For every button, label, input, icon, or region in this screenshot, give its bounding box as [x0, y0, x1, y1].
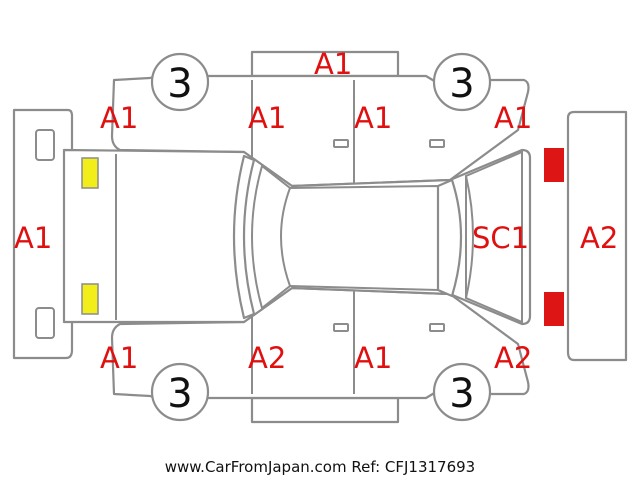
tire-rear-bottom: 3 — [432, 362, 492, 422]
code-front-fender-left-bottom: A1 — [100, 341, 138, 375]
car-body-top-view — [62, 148, 532, 326]
tire-rear-top: 3 — [432, 52, 492, 112]
taillight-top — [544, 148, 564, 182]
code-front-fender-left-top: A1 — [100, 101, 138, 135]
tire-rear-top-number: 3 — [449, 61, 474, 107]
tire-front-bottom: 3 — [150, 362, 210, 422]
side-panel-bottom — [110, 286, 530, 400]
code-front-door-bottom: A2 — [248, 341, 286, 375]
code-rear-door-top: A1 — [354, 101, 392, 135]
headlight-bottom — [81, 283, 99, 315]
code-front-bumper: A1 — [14, 221, 52, 255]
code-rear-door-bottom: A1 — [354, 341, 392, 375]
code-rear-fender-right-bottom: A2 — [494, 341, 532, 375]
code-roof-top: A1 — [314, 47, 352, 81]
code-rear-fender-right-top: A1 — [494, 101, 532, 135]
code-front-door-top: A1 — [248, 101, 286, 135]
tire-rear-bottom-number: 3 — [449, 371, 474, 417]
roof-strip-bottom — [250, 396, 400, 424]
headlight-top — [81, 157, 99, 189]
roof-strip-top — [250, 50, 400, 78]
code-rear-bumper: A2 — [580, 221, 618, 255]
code-rear-glass: SC1 — [472, 221, 529, 255]
rear-bumper — [566, 110, 628, 362]
front-bumper — [12, 108, 74, 360]
tire-front-top: 3 — [150, 52, 210, 112]
reference-footer: www.CarFromJapan.com Ref: CFJ1317693 — [165, 458, 475, 476]
tire-front-top-number: 3 — [167, 61, 192, 107]
tire-front-bottom-number: 3 — [167, 371, 192, 417]
taillight-bottom — [544, 292, 564, 326]
